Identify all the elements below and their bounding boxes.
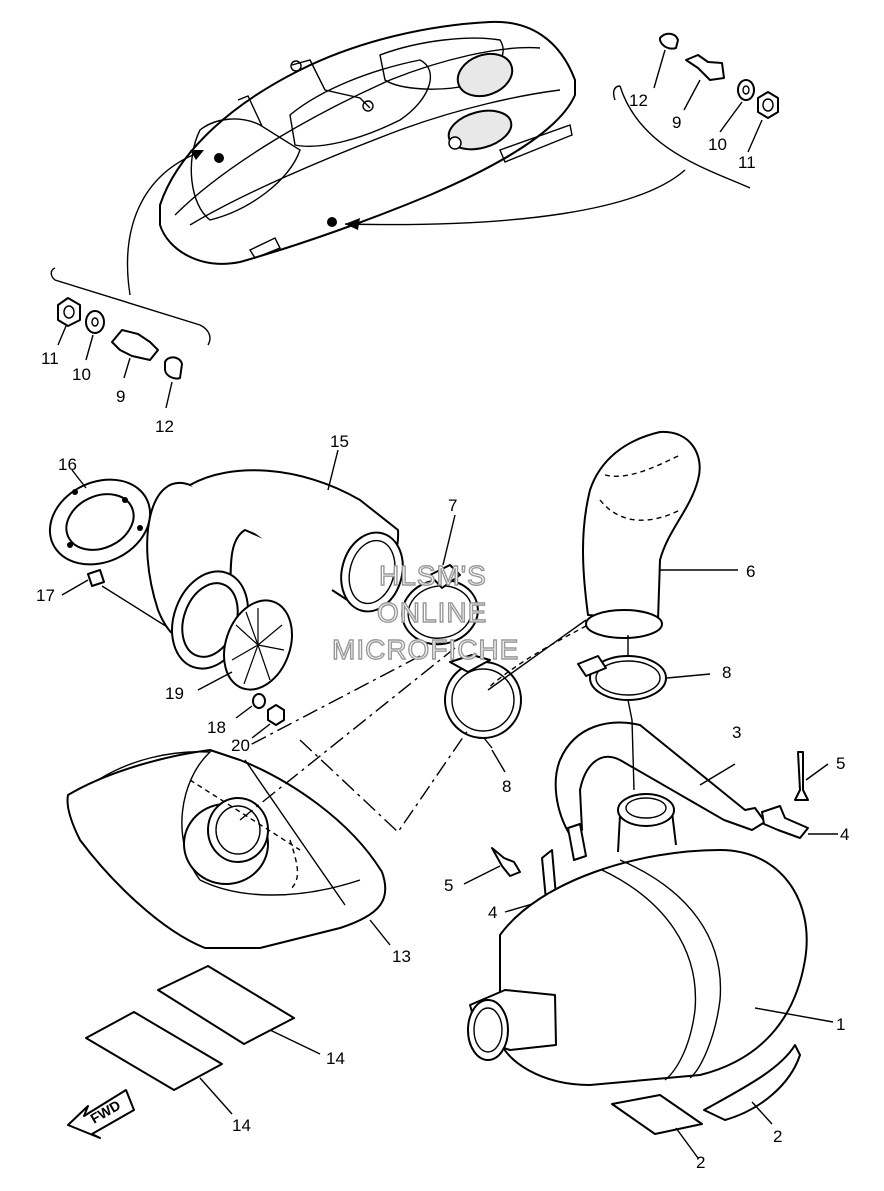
callout-4-right: 4 [840,825,849,844]
callout-16: 16 [58,455,77,474]
callout-18: 18 [207,718,226,737]
callout-2-front: 2 [696,1153,705,1172]
callout-20: 20 [231,736,250,755]
callout-labels: 1 2 2 3 4 4 5 5 6 7 8 8 9 9 10 10 11 11 … [36,91,849,1172]
callout-14-lower: 14 [232,1116,251,1135]
callout-7: 7 [448,496,457,515]
fastener-set-left [57,297,183,409]
part-18-washer [235,693,266,719]
part-13-duct-cover [66,749,391,949]
callout-9-left: 9 [116,387,125,406]
part-17-stud [61,569,173,631]
callout-10-left: 10 [72,365,91,384]
chain-line-duct-to-clamp [299,729,469,834]
callout-12-left: 12 [155,417,174,436]
part-2-shield-front [611,1094,703,1159]
callout-2-rear: 2 [773,1127,782,1146]
watermark: HLSM'S ONLINE MICROFICHE [331,559,519,665]
callout-15: 15 [330,432,349,451]
watermark-line-1: HLSM'S [379,560,487,591]
watermark-line-3: MICROFICHE [332,634,519,665]
part-1-muffler [467,793,834,1086]
callout-8-right: 8 [722,663,731,682]
chain-line-pipe-to-duct [249,655,421,746]
part-14-pad-upper [157,965,321,1055]
callout-11-right: 11 [738,153,756,172]
callout-11-left: 11 [41,349,59,368]
callout-13: 13 [392,947,411,966]
callout-19: 19 [165,684,184,703]
part-8-clamp-lower [444,654,522,773]
part-3-strap [554,721,766,861]
fastener-set-right [653,32,779,153]
watercraft-hull [126,20,686,296]
part-5-screw-left [463,847,521,885]
part-6-elbow [582,430,738,639]
part-20-nut [251,704,285,739]
part-16-flange [48,469,152,566]
callout-14-upper: 14 [326,1049,345,1068]
callout-5-right: 5 [836,754,845,773]
part-19-gasket [171,570,293,691]
callout-1: 1 [836,1015,845,1034]
watermark-line-2: ONLINE [377,597,487,628]
callout-9-right: 9 [672,113,681,132]
part-4-bracket-right [761,805,838,839]
part-8-clamp-right [577,655,711,701]
callout-5-left: 5 [444,876,453,895]
callout-6: 6 [746,562,755,581]
part-7-clamp [401,514,479,646]
callout-17: 17 [36,586,55,605]
callout-8-lower: 8 [502,777,511,796]
callout-12-right: 12 [629,91,648,110]
chain-line-13-to-6 [239,647,456,821]
callout-10-right: 10 [708,135,727,154]
part-2-shield-rear [703,1044,801,1125]
callout-4-left: 4 [488,903,497,922]
fwd-arrow-icon: FWD [67,1089,135,1139]
part-14-pad-lower [85,1011,233,1115]
part-5-screw-right [794,751,829,801]
callout-3: 3 [732,723,741,742]
